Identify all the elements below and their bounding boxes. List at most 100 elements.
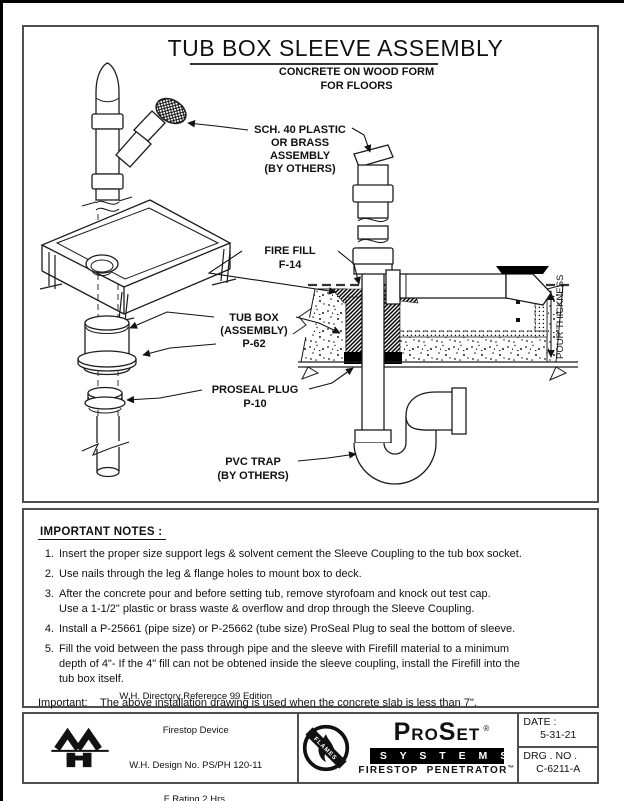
label-pvctrap-1: PVC TRAP <box>225 456 281 468</box>
drg-value: C-6211-A <box>536 763 581 775</box>
leader-tubbox-section <box>295 316 341 334</box>
note-text: After the concrete pour and before setti… <box>59 588 491 600</box>
wordmark-letter: P <box>393 718 412 746</box>
wh-line: W.H. Directory Reference 99 Edition <box>119 690 272 702</box>
label-pvctrap-2: (BY OTHERS) <box>217 470 289 482</box>
registered-mark: ® <box>483 724 491 733</box>
lower-pipe <box>81 416 130 478</box>
wh-logo-icon <box>51 727 110 768</box>
label-firefill-2: F-14 <box>279 259 303 271</box>
note-number: 5. <box>44 643 54 655</box>
title-underline <box>190 63 438 65</box>
wh-listing-cell: W.H. Directory Reference 99 Edition Fire… <box>24 691 297 801</box>
note-text: tub box itself. <box>59 673 124 685</box>
label-proseal-1: PROSEAL PLUG <box>212 384 299 396</box>
wh-line: Firestop Device <box>162 725 229 736</box>
proset-wordmark: PROSET ® <box>393 718 490 748</box>
wood-form <box>298 361 578 368</box>
wh-line: W.H. Design No. PS/PH 120-11 <box>129 759 263 771</box>
plug-seal-left <box>344 352 364 364</box>
note-item-1: 1. Insert the proper size support legs &… <box>38 547 587 562</box>
note-text: Use a 1-1/2" plastic or brass waste & ov… <box>59 603 475 615</box>
drain-hole <box>85 254 119 274</box>
brand-wordmark: PROSET ® S Y S T E M S FIRESTOP PENETRAT… <box>358 718 516 777</box>
tub-box-isometric <box>39 199 237 324</box>
leader-sch40-right <box>351 127 372 153</box>
branch-pipe <box>385 266 552 306</box>
drawing-number-cell: DRG . NO . C-6211-A <box>519 748 597 782</box>
important-label: Important: <box>38 697 88 709</box>
title-block: W.H. Directory Reference 99 Edition Fire… <box>22 691 599 801</box>
wordmark-letter: RO <box>411 725 439 744</box>
date-label: DATE : <box>523 716 557 728</box>
label-proseal-2: P-10 <box>243 398 266 410</box>
leader-lines <box>126 120 372 462</box>
pass-through-pipe <box>361 264 385 436</box>
wh-line: F Rating 2 Hrs. <box>163 794 228 801</box>
date-cell: DATE : 5-31-21 <box>519 714 597 748</box>
drg-label: DRG . NO . <box>523 750 578 762</box>
subtitle-line-2: FOR FLOORS <box>320 80 393 92</box>
note-number: 2. <box>44 568 54 580</box>
leader-pvctrap <box>297 451 357 462</box>
wh-listing-text: W.H. Directory Reference 99 Edition Fire… <box>119 668 272 801</box>
note-item-2: 2. Use nails through the leg & flange ho… <box>38 567 587 582</box>
section-riser-pipe <box>352 144 394 275</box>
trademark-mark: ™ <box>507 765 516 772</box>
date-value: 5-31-21 <box>540 729 577 741</box>
no-flames-icon: FLAMES <box>303 724 350 772</box>
label-tubbox-1: TUB BOX <box>229 312 279 324</box>
sleeve-coupling <box>77 315 137 376</box>
slab-break-symbol <box>292 307 316 338</box>
leader-tubbox-flange <box>142 343 217 357</box>
brand-tagline: FIRESTOP PENETRATOR™ <box>358 765 516 776</box>
label-pour-thickness: POUR THICKNESS <box>555 275 566 359</box>
test-cap <box>496 266 549 274</box>
notes-panel: IMPORTANT NOTES : 1. Insert the proper s… <box>22 508 599 740</box>
brand-cell: FLAMES PROSET ® S Y S T E M S FIRESTOP P… <box>297 714 517 782</box>
wordmark-letter: S <box>438 718 457 746</box>
note-text: Install a P-25661 (pipe size) or P-25662… <box>59 623 516 635</box>
assembly-diagram: SCH. 40 PLASTIC OR BRASS ASSEMBLY (BY OT… <box>39 62 578 485</box>
label-firefill-1: FIRE FILL <box>264 245 316 257</box>
date-drg-cell: DATE : 5-31-21 DRG . NO . C-6211-A <box>517 714 597 782</box>
note-number: 3. <box>44 588 54 600</box>
note-text: depth of 4"- If the 4" fill can not be o… <box>59 658 520 670</box>
page-title: TUB BOX SLEEVE ASSEMBLY <box>167 35 504 61</box>
pvc-trap <box>353 387 467 485</box>
note-number: 1. <box>44 548 54 560</box>
riser-pipe <box>81 62 133 212</box>
note-text: Use nails through the leg & flange holes… <box>59 568 362 580</box>
note-text: Fill the void between the pass through p… <box>59 643 510 655</box>
label-sch40-1: SCH. 40 PLASTIC <box>254 124 346 136</box>
form-brackets <box>300 366 568 381</box>
isometric-view <box>39 62 237 478</box>
note-item-5: 5. Fill the void between the pass throug… <box>38 642 587 687</box>
leader-proseal-left <box>126 389 203 404</box>
important-text: The above installation drawing is used w… <box>100 697 477 709</box>
note-item-4: 4. Install a P-25661 (pipe size) or P-25… <box>38 622 587 637</box>
leader-firefill-left <box>207 250 337 295</box>
note-text: Insert the proper size support legs & so… <box>59 548 522 560</box>
label-sch40-2: OR BRASS <box>271 137 329 149</box>
label-sch40-4: (BY OTHERS) <box>264 163 336 175</box>
section-view <box>292 144 578 485</box>
label-sch40-3: ASSEMBLY <box>270 150 331 162</box>
subtitle-line-1: CONCRETE ON WOOD FORM <box>278 66 435 78</box>
label-tubbox-2: (ASSEMBLY) <box>220 325 288 337</box>
label-tubbox-3: P-62 <box>242 338 265 350</box>
leader-sch40-left <box>187 120 249 131</box>
proseal-plug <box>84 386 126 414</box>
scan-edge-left <box>0 0 3 801</box>
plug-seal-right <box>382 352 402 364</box>
systems-bar: S Y S T E M S <box>369 748 507 764</box>
callouts: SCH. 40 PLASTIC OR BRASS ASSEMBLY (BY OT… <box>212 124 566 482</box>
leader-firefill-right <box>337 250 361 285</box>
scan-edge-top <box>0 0 624 3</box>
note-item-3: 3. After the concrete pour and before se… <box>38 587 587 617</box>
strainer-head <box>155 97 187 125</box>
overflow-branch <box>115 97 187 168</box>
leader-proseal-right <box>308 367 354 390</box>
wordmark-letter: ET <box>456 725 481 744</box>
